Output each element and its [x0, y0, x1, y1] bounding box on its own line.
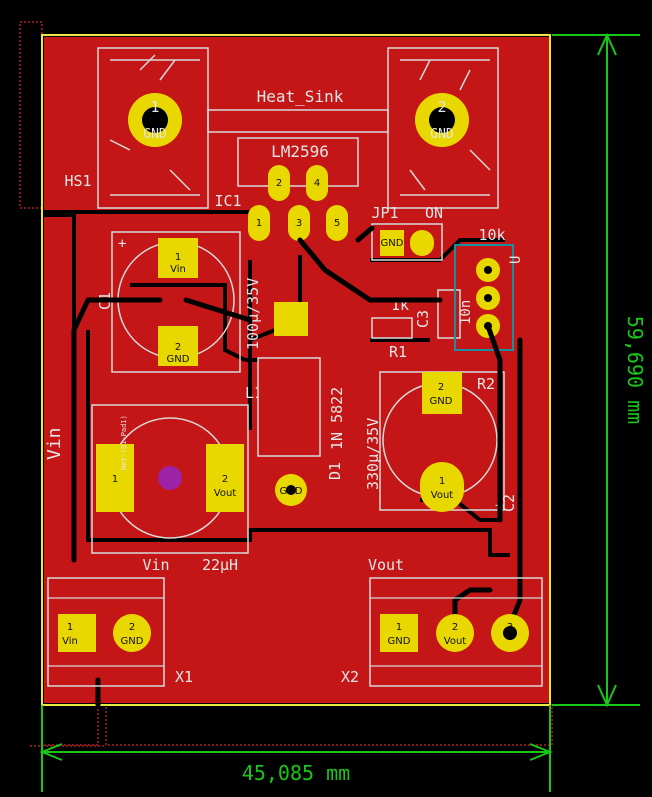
svg-text:3: 3 — [296, 218, 302, 229]
l1-pad-1[interactable] — [96, 444, 134, 512]
svg-text:GND: GND — [381, 238, 404, 249]
d1-ref: D1 — [326, 462, 344, 480]
jp1-ref: JP1 — [371, 204, 398, 222]
pad-labels: 1 Vin 2 GND 1 GND 2 Vout 3 1 Vin 2 GND 1… — [62, 178, 513, 647]
ic1-pads[interactable] — [248, 165, 348, 241]
dimension-height-label: 59,690 mm — [623, 316, 647, 424]
c1-plus-mark: + — [118, 236, 126, 252]
c2-value: 330µ/35V — [364, 418, 382, 490]
jp1-pad-2[interactable] — [410, 230, 434, 256]
x2-ref: X2 — [341, 668, 359, 686]
svg-text:Vin: Vin — [62, 636, 78, 647]
svg-text:1: 1 — [256, 218, 262, 229]
svg-text:2: 2 — [175, 342, 181, 353]
svg-text:1: 1 — [396, 622, 402, 633]
svg-text:GND: GND — [430, 396, 453, 407]
capacitor-c3[interactable]: C3 10n — [414, 289, 474, 339]
hs1-value: Heat_Sink — [257, 87, 344, 106]
ic1-lm2596[interactable]: LM2596 IC1 — [214, 142, 348, 241]
x1-ref: X1 — [175, 668, 193, 686]
c2-pad-2[interactable] — [422, 372, 462, 414]
x1-label: Vin — [142, 556, 169, 574]
svg-text:GND: GND — [388, 636, 411, 647]
c2-ref: C2 — [500, 494, 518, 512]
jp1-value: ON — [425, 204, 443, 222]
svg-text:GND: GND — [121, 636, 144, 647]
jumper-jp1[interactable]: JP1 ON — [371, 204, 443, 261]
hs1-pad2-net: GND — [430, 127, 454, 142]
inductor-l1[interactable]: L1 22µH — [91, 384, 263, 574]
svg-text:1: 1 — [112, 474, 118, 485]
heat-sink-hs1[interactable]: 1 GND 2 GND Heat_Sink HS1 — [64, 47, 499, 209]
edge-cuts — [41, 34, 551, 706]
c1-value: 100µ/35V — [244, 278, 262, 350]
svg-text:Vout: Vout — [214, 488, 237, 499]
capacitor-c2[interactable]: + 330µ/35V C2 — [364, 371, 518, 514]
c1-pad-2[interactable] — [158, 326, 198, 366]
svg-text:Vout: Vout — [444, 636, 467, 647]
hs1-pad2-number: 2 — [437, 98, 446, 116]
l1-pad-2[interactable] — [206, 444, 244, 512]
c3-value: 10n — [458, 300, 474, 325]
x2-label: Vout — [368, 556, 404, 574]
svg-text:GND: GND — [167, 354, 190, 365]
svg-text:1: 1 — [439, 476, 445, 487]
jp1-pad-1[interactable] — [380, 230, 404, 256]
d1-value: 1N 5822 — [328, 387, 346, 450]
r1-ref: R1 — [389, 343, 407, 361]
svg-text:4: 4 — [314, 178, 320, 189]
terminal-x2[interactable]: Vout X2 — [341, 556, 543, 687]
svg-text:2: 2 — [276, 178, 282, 189]
r2-value: 10k — [478, 226, 505, 244]
svg-text:5: 5 — [334, 218, 340, 229]
hs1-pad1-number: 1 — [150, 98, 159, 116]
svg-text:2: 2 — [452, 622, 458, 633]
ic1-ref: IC1 — [214, 192, 241, 210]
l1-net-label: Net-(D1-Pad1) — [120, 415, 128, 470]
traces — [71, 225, 523, 708]
hs1-ref: HS1 — [64, 172, 91, 190]
svg-text:3: 3 — [507, 622, 513, 633]
svg-text:1: 1 — [175, 252, 181, 263]
dimension-width-label: 45,085 mm — [242, 761, 350, 785]
diode-d1[interactable]: D1 1N 5822 — [257, 302, 346, 506]
x2-pin-2[interactable] — [436, 614, 474, 652]
svg-text:2: 2 — [222, 474, 228, 485]
l1-value: 22µH — [202, 556, 238, 574]
svg-text:1: 1 — [67, 622, 73, 633]
dimension-height — [552, 32, 640, 708]
c2-pad-1[interactable] — [420, 462, 464, 512]
ic1-value: LM2596 — [271, 142, 329, 161]
svg-text:2: 2 — [438, 382, 444, 393]
terminal-x1[interactable]: Vin X1 — [47, 556, 193, 687]
svg-text:2: 2 — [129, 622, 135, 633]
c3-ref: C3 — [414, 310, 432, 328]
x2-pin-1[interactable] — [380, 614, 418, 652]
svg-text:GND: GND — [280, 486, 303, 497]
x1-pin-2[interactable] — [113, 614, 151, 652]
svg-text:Vout: Vout — [431, 490, 454, 501]
dimension-width — [39, 705, 553, 792]
capacitor-c1[interactable]: + C1 100µ/35V — [96, 231, 262, 373]
x1-pin-1[interactable] — [58, 614, 96, 652]
side-vin-label: Vin — [44, 427, 65, 460]
r2-extra: U — [508, 256, 524, 264]
r2-ref: R2 — [477, 375, 495, 393]
svg-text:Vin: Vin — [170, 264, 186, 275]
c1-pad-1[interactable] — [158, 238, 198, 278]
hs1-pad1-net: GND — [143, 127, 167, 142]
d1-pad-1[interactable] — [274, 302, 308, 336]
